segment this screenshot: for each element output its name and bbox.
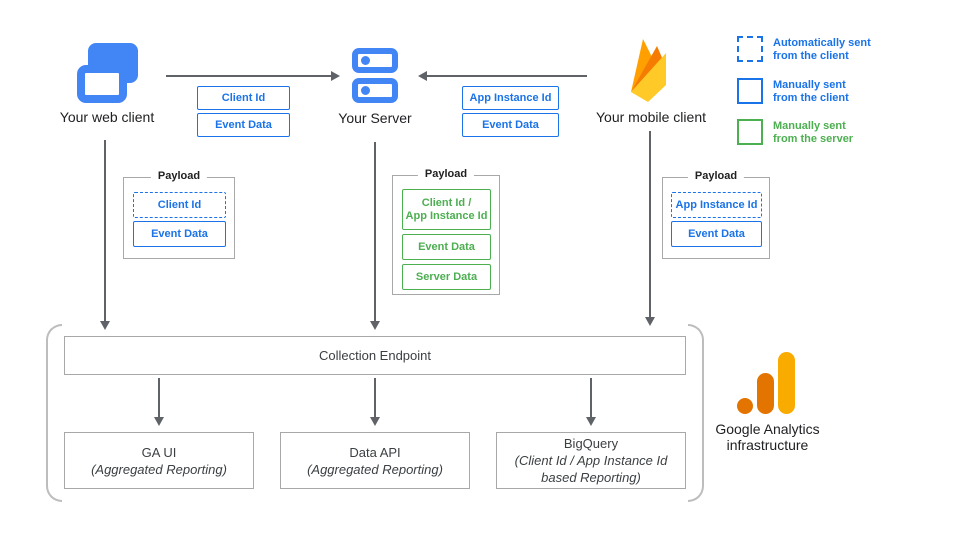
infrastructure-bracket-right — [688, 324, 704, 502]
web-client-icon — [77, 43, 138, 103]
payload-item-client-id: Client Id — [133, 192, 226, 218]
arrow-web-to-server — [166, 71, 340, 81]
infrastructure-bracket-left — [46, 324, 62, 502]
collection-endpoint-box: Collection Endpoint — [64, 336, 686, 375]
server-rack-top — [352, 48, 398, 73]
flow-tag-client-id: Client Id — [197, 86, 290, 110]
flow-tag-app-instance-id: App Instance Id — [462, 86, 559, 110]
payload-title: Payload — [150, 170, 208, 182]
legend-label-manual-client: Manually sent from the client — [773, 79, 849, 104]
payload-box-web: Payload Client Id Event Data — [123, 170, 235, 259]
firebase-icon — [631, 39, 666, 102]
legend-swatch-auto-client-icon — [737, 36, 763, 62]
arrow-endpoint-to-data-api — [370, 378, 380, 426]
payload-item-event-data: Event Data — [671, 221, 762, 247]
data-api-subtitle: (Aggregated Reporting) — [307, 461, 443, 477]
web-client-label: Your web client — [59, 109, 155, 125]
arrow-server-to-endpoint — [370, 142, 380, 330]
web-client-icon-front-window — [77, 65, 127, 103]
payload-title: Payload — [687, 170, 745, 182]
payload-item-app-instance-id: App Instance Id — [671, 192, 762, 218]
payload-item-event-data: Event Data — [402, 234, 491, 260]
bigquery-title: BigQuery — [563, 436, 619, 451]
google-analytics-logo-icon — [737, 352, 795, 414]
arrow-endpoint-to-bigquery — [586, 378, 596, 426]
payload-title: Payload — [417, 168, 475, 180]
collection-endpoint-label: Collection Endpoint — [318, 348, 432, 363]
legend-label-manual-server: Manually sent from the server — [773, 120, 854, 145]
ga-ui-box: GA UI (Aggregated Reporting) — [64, 432, 254, 489]
arrow-mobile-to-server — [418, 71, 587, 81]
payload-item-server-data: Server Data — [402, 264, 491, 290]
legend-label-auto-client: Automatically sent from the client — [773, 37, 871, 62]
infrastructure-caption: Google Analytics infrastructure — [715, 421, 820, 453]
payload-box-mobile: Payload App Instance Id Event Data — [662, 170, 770, 259]
payload-box-server: Payload Client Id / App Instance Id Even… — [392, 168, 500, 295]
server-led-icon — [361, 56, 370, 65]
flow-tag-event-data: Event Data — [462, 113, 559, 137]
server-led-icon — [361, 86, 370, 95]
flow-tag-event-data: Event Data — [197, 113, 290, 137]
data-api-title: Data API — [349, 444, 401, 460]
ga-ui-subtitle: (Aggregated Reporting) — [91, 461, 227, 477]
data-api-box: Data API (Aggregated Reporting) — [280, 432, 470, 489]
arrow-endpoint-to-ga-ui — [154, 378, 164, 426]
payload-item-event-data: Event Data — [133, 221, 226, 247]
server-label: Your Server — [338, 110, 412, 126]
arrow-web-to-endpoint — [100, 140, 110, 330]
server-icon — [352, 48, 398, 108]
legend-swatch-manual-server-icon — [737, 119, 763, 145]
ga-ui-title: GA UI — [141, 444, 177, 460]
payload-item-client-or-app-id: Client Id / App Instance Id — [402, 189, 491, 230]
bigquery-box: BigQuery (Client Id / App Instance Id ba… — [496, 432, 686, 489]
server-rack-bottom — [352, 78, 398, 103]
bigquery-subtitle: (Client Id / App Instance Id based Repor… — [514, 453, 668, 485]
arrow-mobile-to-endpoint — [645, 131, 655, 326]
mobile-client-label: Your mobile client — [596, 109, 706, 125]
legend-swatch-manual-client-icon — [737, 78, 763, 104]
